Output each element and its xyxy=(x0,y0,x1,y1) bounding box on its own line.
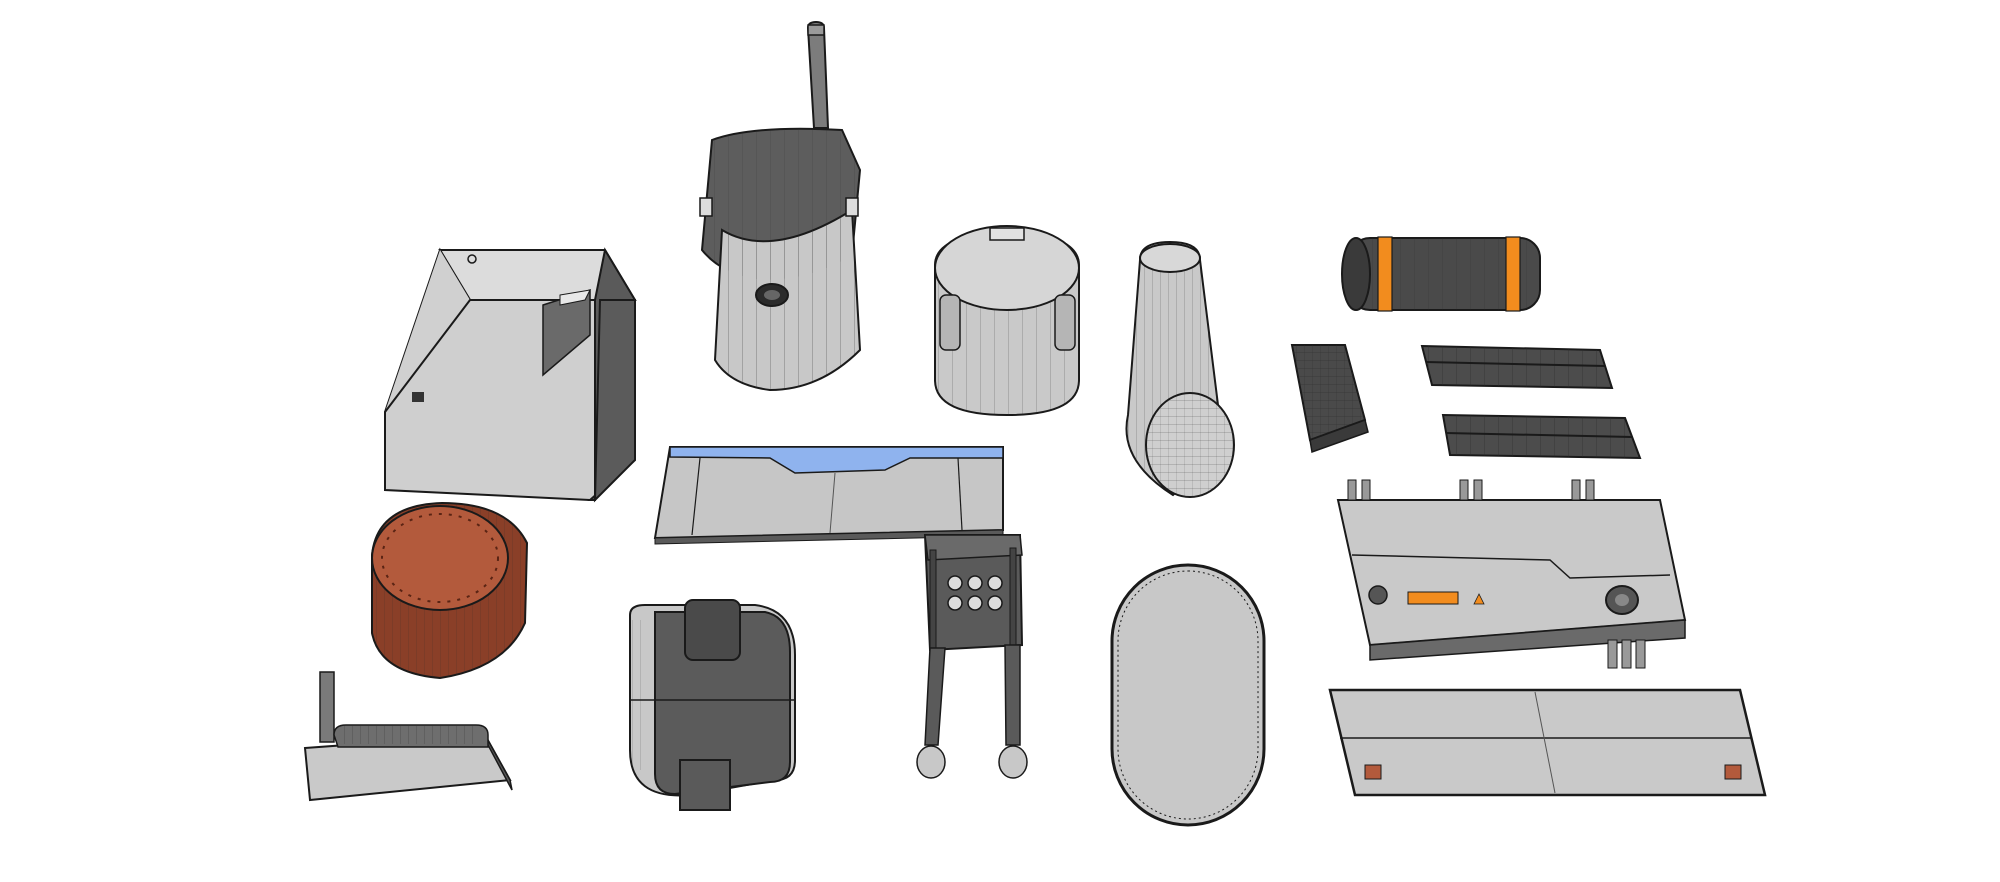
orange-banded-cylinder xyxy=(1341,236,1541,312)
drum-canister xyxy=(934,225,1080,417)
top-connector-group xyxy=(1347,479,1595,501)
control-panel-unit xyxy=(1336,479,1687,669)
white-box-tank xyxy=(384,247,637,503)
tall-tank-with-pipe xyxy=(699,20,862,392)
copper-drum xyxy=(371,501,529,680)
blue-top-tray-panel xyxy=(653,446,1004,545)
dark-block-pack xyxy=(629,599,796,811)
twin-leg-bracket xyxy=(916,534,1028,779)
grille-panel-upper xyxy=(1420,344,1614,390)
small-grille-block xyxy=(1290,344,1369,454)
grille-panel-lower xyxy=(1441,413,1642,460)
vertical-cylinder-dome xyxy=(1125,240,1235,498)
oval-flat-panel xyxy=(1110,563,1266,827)
long-flat-tray xyxy=(1328,688,1767,797)
pipe-on-plate xyxy=(303,671,513,802)
